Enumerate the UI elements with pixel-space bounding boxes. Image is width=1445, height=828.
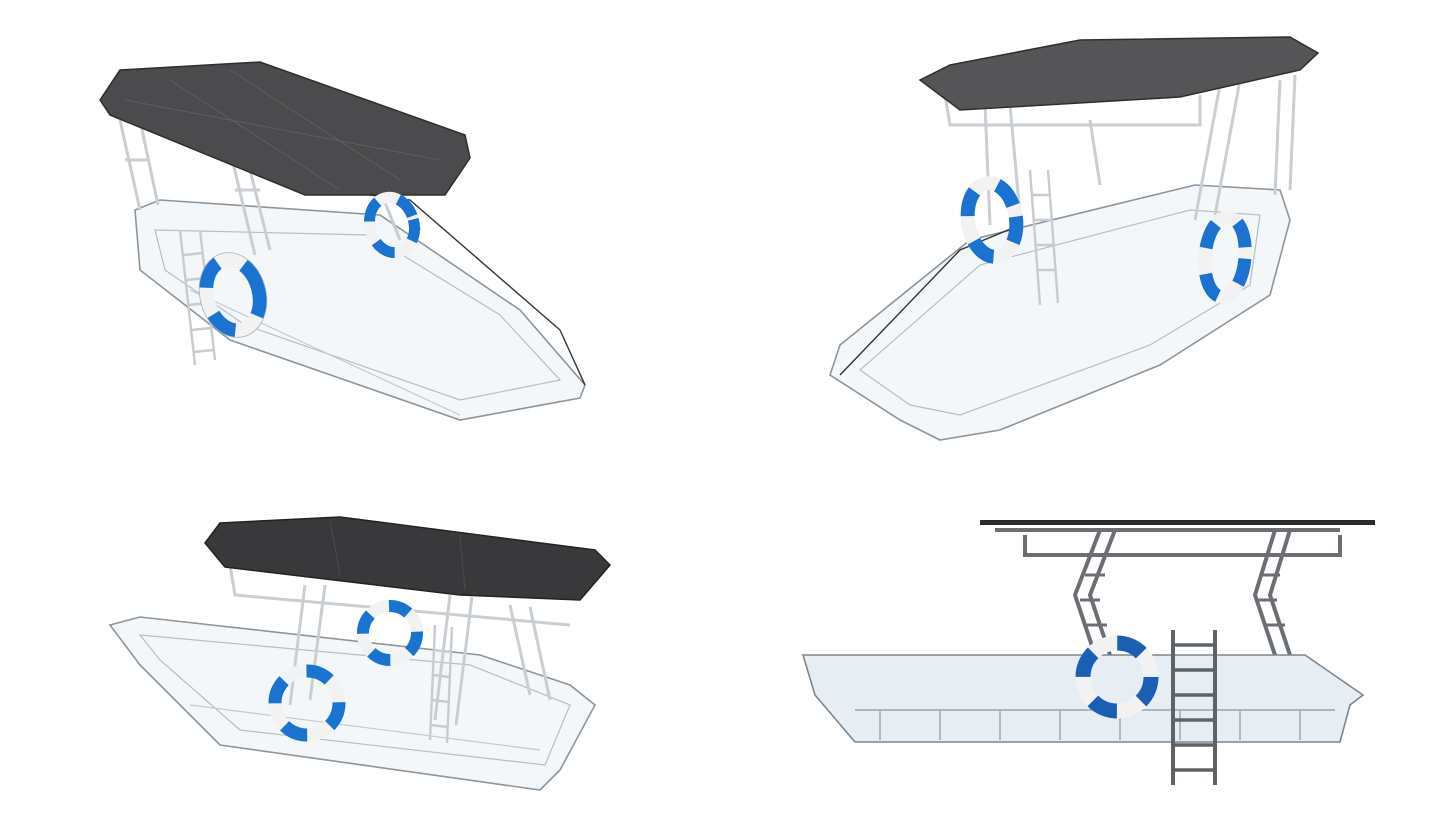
boat-render-bottom-right <box>801 520 1375 785</box>
canopy-roof <box>99 61 471 196</box>
canopy-frame <box>228 564 571 726</box>
canopy-panel-lines <box>124 69 441 191</box>
boat-view-bottom-left <box>100 505 620 805</box>
life-buoy-icon <box>960 176 1024 264</box>
hull-inner <box>138 634 571 766</box>
canopy-roof <box>918 36 1320 111</box>
hull <box>829 184 1291 441</box>
life-buoy-icon <box>364 191 420 259</box>
boat-view-top-left <box>80 40 620 440</box>
boarding-ladder <box>1171 630 1217 785</box>
life-buoy-icon <box>198 252 268 338</box>
canopy-roof <box>204 516 612 601</box>
hull-keel <box>189 289 461 416</box>
boat-render-bottom-left <box>108 516 612 791</box>
boarding-ladder <box>1028 169 1060 306</box>
boat-view-bottom-right <box>795 510 1385 800</box>
canopy-panel-lines <box>329 519 466 591</box>
life-buoy-icon <box>1198 210 1252 304</box>
hull-inner <box>859 209 1261 416</box>
boat-render-top-left <box>99 61 586 421</box>
canopy-frame <box>943 74 1297 226</box>
hull <box>134 199 586 421</box>
hull-ribs <box>879 710 1301 740</box>
boat-render-top-right <box>829 36 1320 441</box>
canopy-frame <box>995 528 1342 656</box>
hull-floor <box>189 704 541 751</box>
boat-view-top-right <box>800 25 1360 455</box>
frame-rungs <box>1080 553 1287 627</box>
life-buoy-icon <box>1075 635 1159 719</box>
boarding-ladder <box>428 624 454 744</box>
hull <box>108 616 597 791</box>
canopy-roof <box>980 520 1375 525</box>
ladder-rungs <box>1173 643 1215 772</box>
life-buoy-icon <box>268 664 346 742</box>
life-buoy-icon <box>357 600 423 666</box>
gunwale <box>839 224 1021 376</box>
